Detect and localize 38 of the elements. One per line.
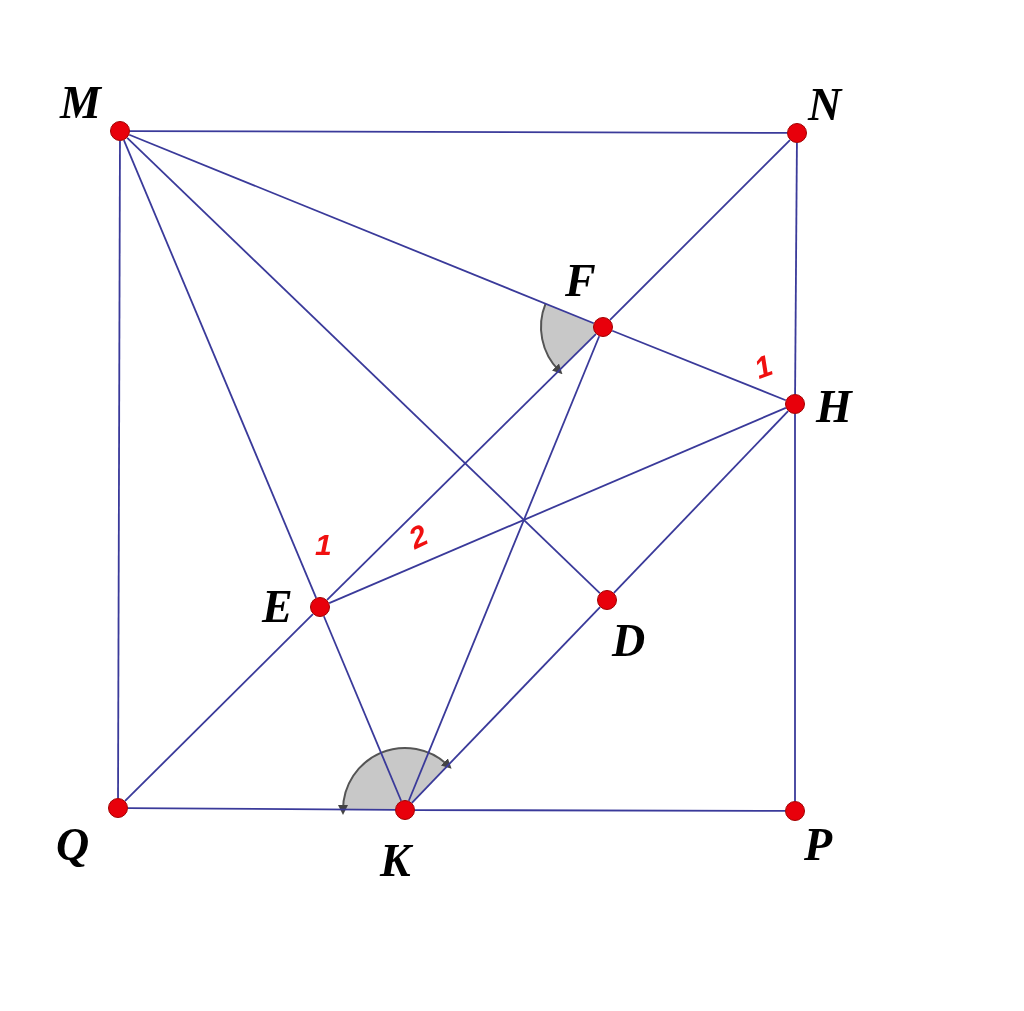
point-dot <box>787 123 807 143</box>
line-segment <box>128 133 595 325</box>
point-dot <box>108 798 128 818</box>
line-segment <box>609 139 791 321</box>
point-dot <box>785 801 805 821</box>
point-label: E <box>262 584 293 630</box>
point-label: F <box>565 258 596 304</box>
point-dot <box>395 800 415 820</box>
angle-number: 1 <box>750 350 777 384</box>
line-segment <box>117 140 121 799</box>
point-dot <box>785 394 805 414</box>
line-segment <box>127 807 396 811</box>
point-dot <box>593 317 613 337</box>
line-segment <box>613 410 789 594</box>
point-label: P <box>804 822 833 868</box>
angle-number: 2 <box>404 519 433 555</box>
line-segment <box>129 130 788 134</box>
line-segment <box>322 615 403 802</box>
line-segment <box>326 333 597 601</box>
line-segment <box>611 329 787 402</box>
point-label: D <box>612 618 646 664</box>
line-segment <box>794 142 798 395</box>
line-segment <box>407 335 601 802</box>
line-segment <box>411 606 601 804</box>
point-label: M <box>60 80 101 126</box>
point-label: N <box>808 82 842 128</box>
point-dot <box>110 121 130 141</box>
line-segment <box>126 137 601 594</box>
point-dot <box>597 590 617 610</box>
line-segment <box>122 139 318 599</box>
line-segment <box>124 613 314 802</box>
line-segment <box>794 413 796 802</box>
line-segment <box>328 407 787 604</box>
point-label: H <box>816 384 852 430</box>
angle-number: 1 <box>315 530 332 560</box>
point-dot <box>310 597 330 617</box>
line-segment <box>414 809 786 812</box>
point-label: Q <box>56 822 90 868</box>
